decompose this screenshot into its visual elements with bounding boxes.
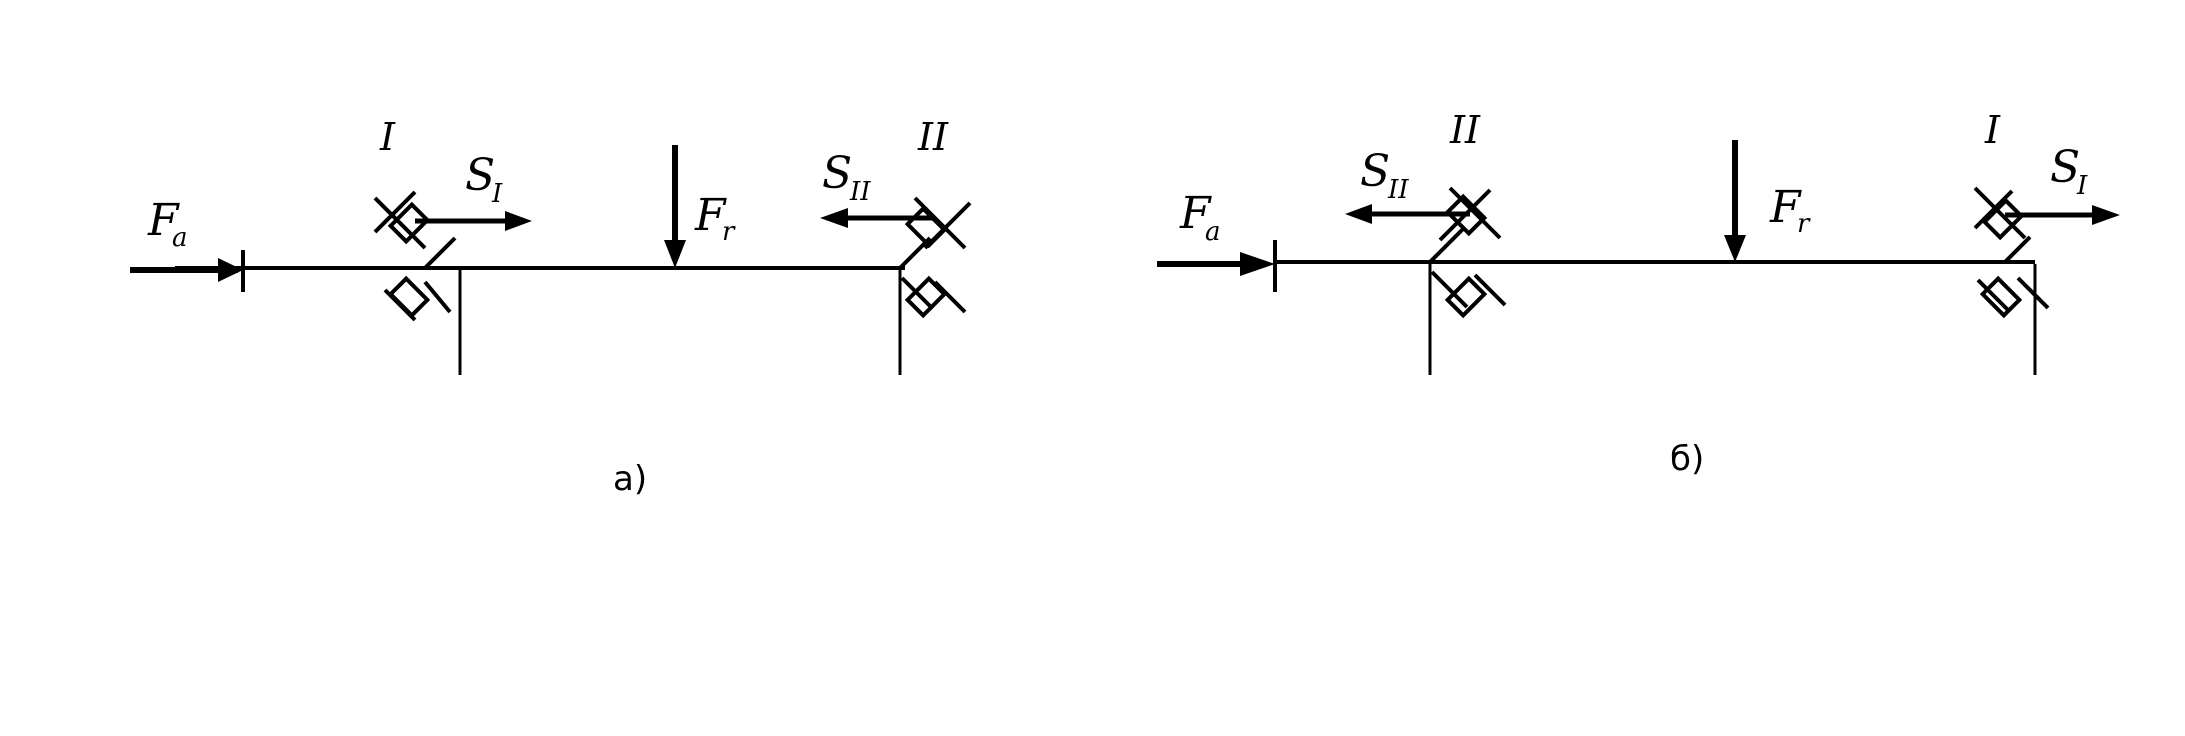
- axial-force-subscript: a: [1205, 217, 1221, 247]
- bearing-1: [373, 190, 462, 375]
- radial-force-arrow: [1724, 140, 1746, 262]
- s2-subscript: II: [849, 177, 871, 207]
- s1-label: S: [2050, 142, 2080, 193]
- s1-subscript: I: [491, 179, 503, 209]
- diagram-a: F a I S I F r: [130, 115, 972, 499]
- s2-arrow: [820, 208, 935, 228]
- s1-arrow: [415, 211, 532, 231]
- radial-force-subscript: r: [722, 217, 736, 247]
- axial-force-arrow: [130, 250, 245, 292]
- caption-b: б): [1670, 439, 1704, 479]
- s1-subscript: I: [2076, 171, 2088, 201]
- radial-force-subscript: r: [1797, 209, 1811, 239]
- radial-force-label: F: [1769, 182, 1802, 233]
- axial-force-label: F: [1179, 188, 1212, 239]
- axial-force-subscript: a: [172, 223, 188, 253]
- caption-a: а): [613, 459, 647, 499]
- bearing-2-label: II: [1449, 108, 1481, 152]
- bearing-2-label: II: [917, 115, 949, 159]
- radial-force-label: F: [694, 190, 727, 241]
- s1-arrow: [2005, 205, 2120, 225]
- s2-subscript: II: [1387, 175, 1409, 205]
- diagram-b: F a II S II F r: [1157, 108, 2120, 479]
- s2-label: S: [1360, 146, 1390, 197]
- s1-label: S: [465, 150, 495, 201]
- s2-arrow: [1345, 204, 1470, 224]
- bearing-2: [1428, 186, 1507, 375]
- bearing-1-label: I: [1984, 108, 2001, 152]
- bearing-1-label: I: [379, 115, 396, 159]
- axial-force-arrow: [1157, 240, 1277, 292]
- s2-label: S: [822, 148, 852, 199]
- axial-force-label: F: [147, 195, 180, 246]
- bearing-2: [898, 196, 972, 375]
- bearing-1: [1973, 186, 2050, 375]
- radial-force-arrow: [664, 145, 686, 268]
